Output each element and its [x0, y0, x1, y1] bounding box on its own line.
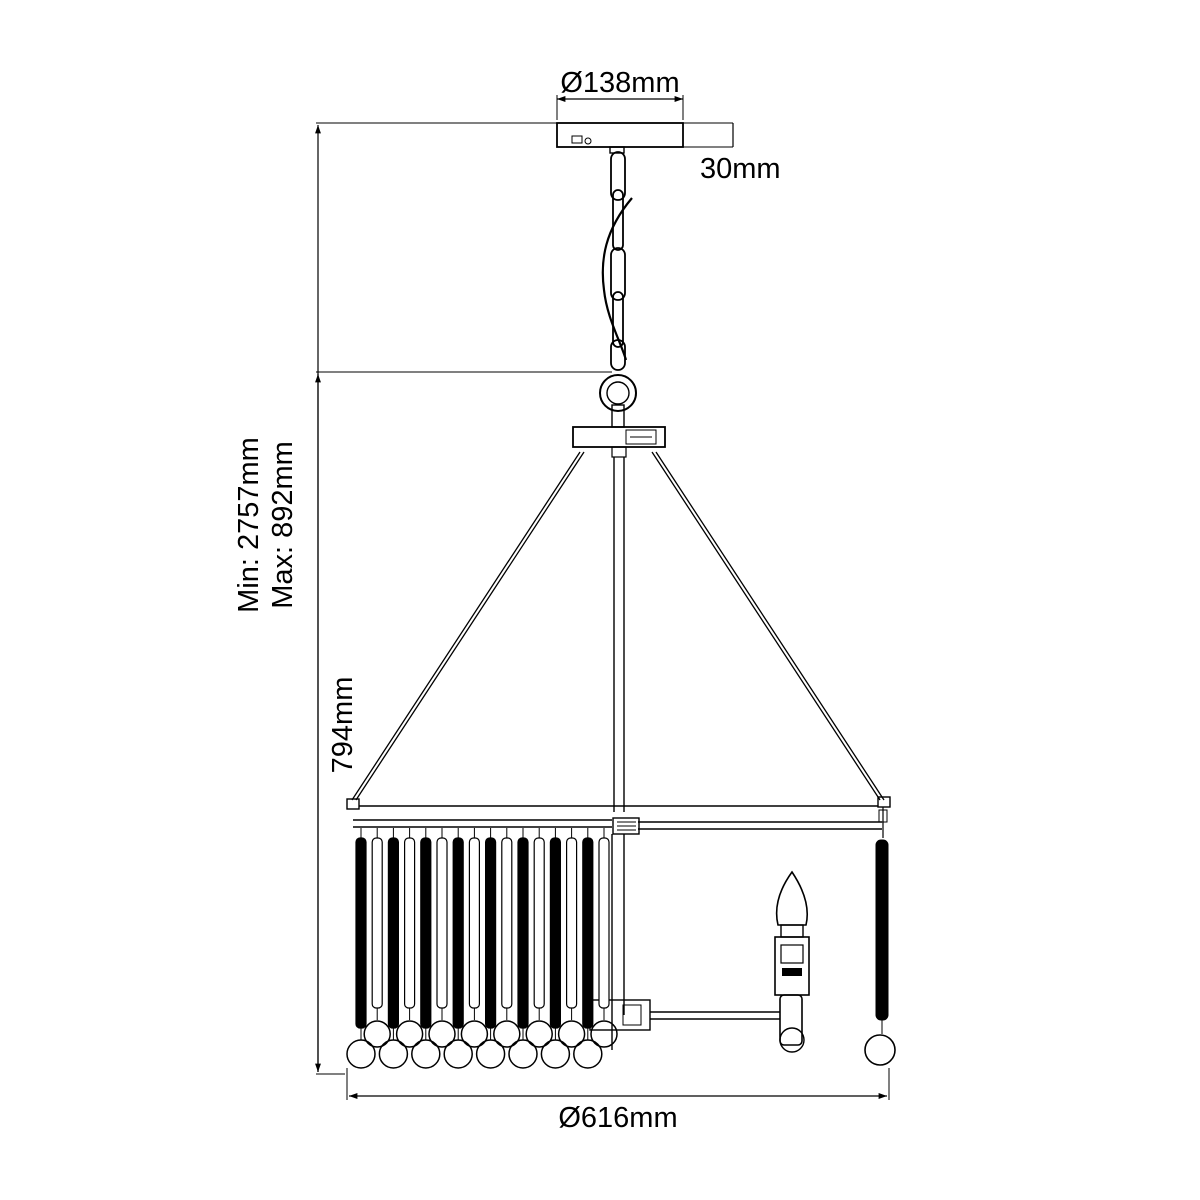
crystal-prism — [468, 837, 480, 1009]
top-hub — [572, 426, 666, 458]
crystal-drop — [475, 1039, 506, 1069]
canopy-height-label: 30mm — [700, 153, 781, 185]
crystal-prism — [420, 837, 432, 1029]
crystal-prism — [387, 837, 399, 1029]
crystal-drop — [508, 1039, 538, 1069]
ceiling-canopy — [556, 122, 684, 154]
crystal-drop — [460, 1020, 489, 1048]
crystal-prism — [452, 837, 464, 1029]
crystal-prism — [549, 837, 562, 1029]
crystal-prisms — [346, 828, 618, 1069]
min-height-label: Min: 2757mm — [233, 437, 265, 613]
crystal-drop — [573, 1039, 603, 1069]
crystal-drop — [443, 1039, 473, 1069]
inner-cage — [589, 834, 780, 1050]
ring-frame — [346, 796, 891, 838]
crystal-prism — [598, 837, 610, 1009]
crystal-prism — [485, 837, 497, 1029]
crystal-drop — [540, 1039, 571, 1069]
crystal-drop — [346, 1039, 376, 1069]
crystal-prism — [371, 837, 383, 1009]
suspension-wires — [351, 451, 885, 801]
central-rod — [613, 457, 625, 812]
crystal-drop — [411, 1039, 441, 1069]
crystal-prism — [404, 837, 416, 1009]
crystal-prism — [533, 837, 545, 1009]
suspension-chain — [599, 151, 637, 428]
body-height-label: 794mm — [327, 677, 359, 774]
right-prism — [864, 839, 896, 1066]
crystal-drop — [590, 1020, 618, 1048]
crystal-drop — [525, 1020, 553, 1048]
body-height-dimension: 794mm — [315, 371, 612, 1072]
canopy-diameter-label: Ø138mm — [560, 67, 679, 99]
crystal-drop — [395, 1020, 424, 1048]
crystal-drop — [363, 1020, 391, 1048]
body-diameter-dimension: Ø616mm — [346, 1068, 890, 1134]
dimension-lines: Ø138mm 30mm Min: 2757mm Max: 892mm 794mm — [233, 67, 890, 1134]
candle-bulb — [774, 870, 810, 1053]
crystal-drop — [378, 1039, 409, 1069]
crystal-prism — [436, 837, 448, 1009]
canopy-height-dimension: 30mm — [683, 122, 781, 185]
crystal-prism — [501, 837, 513, 1009]
crystal-drop — [428, 1020, 456, 1048]
crystal-prism — [517, 837, 529, 1029]
canopy-diameter-dimension: Ø138mm — [556, 67, 684, 120]
crystal-prism — [355, 837, 367, 1029]
crystal-drop — [493, 1020, 521, 1048]
max-height-label: Max: 892mm — [267, 441, 299, 609]
crystal-prism — [582, 837, 594, 1029]
crystal-drop — [557, 1020, 586, 1048]
crystal-prism — [565, 837, 578, 1009]
body-diameter-label: Ø616mm — [558, 1102, 677, 1134]
